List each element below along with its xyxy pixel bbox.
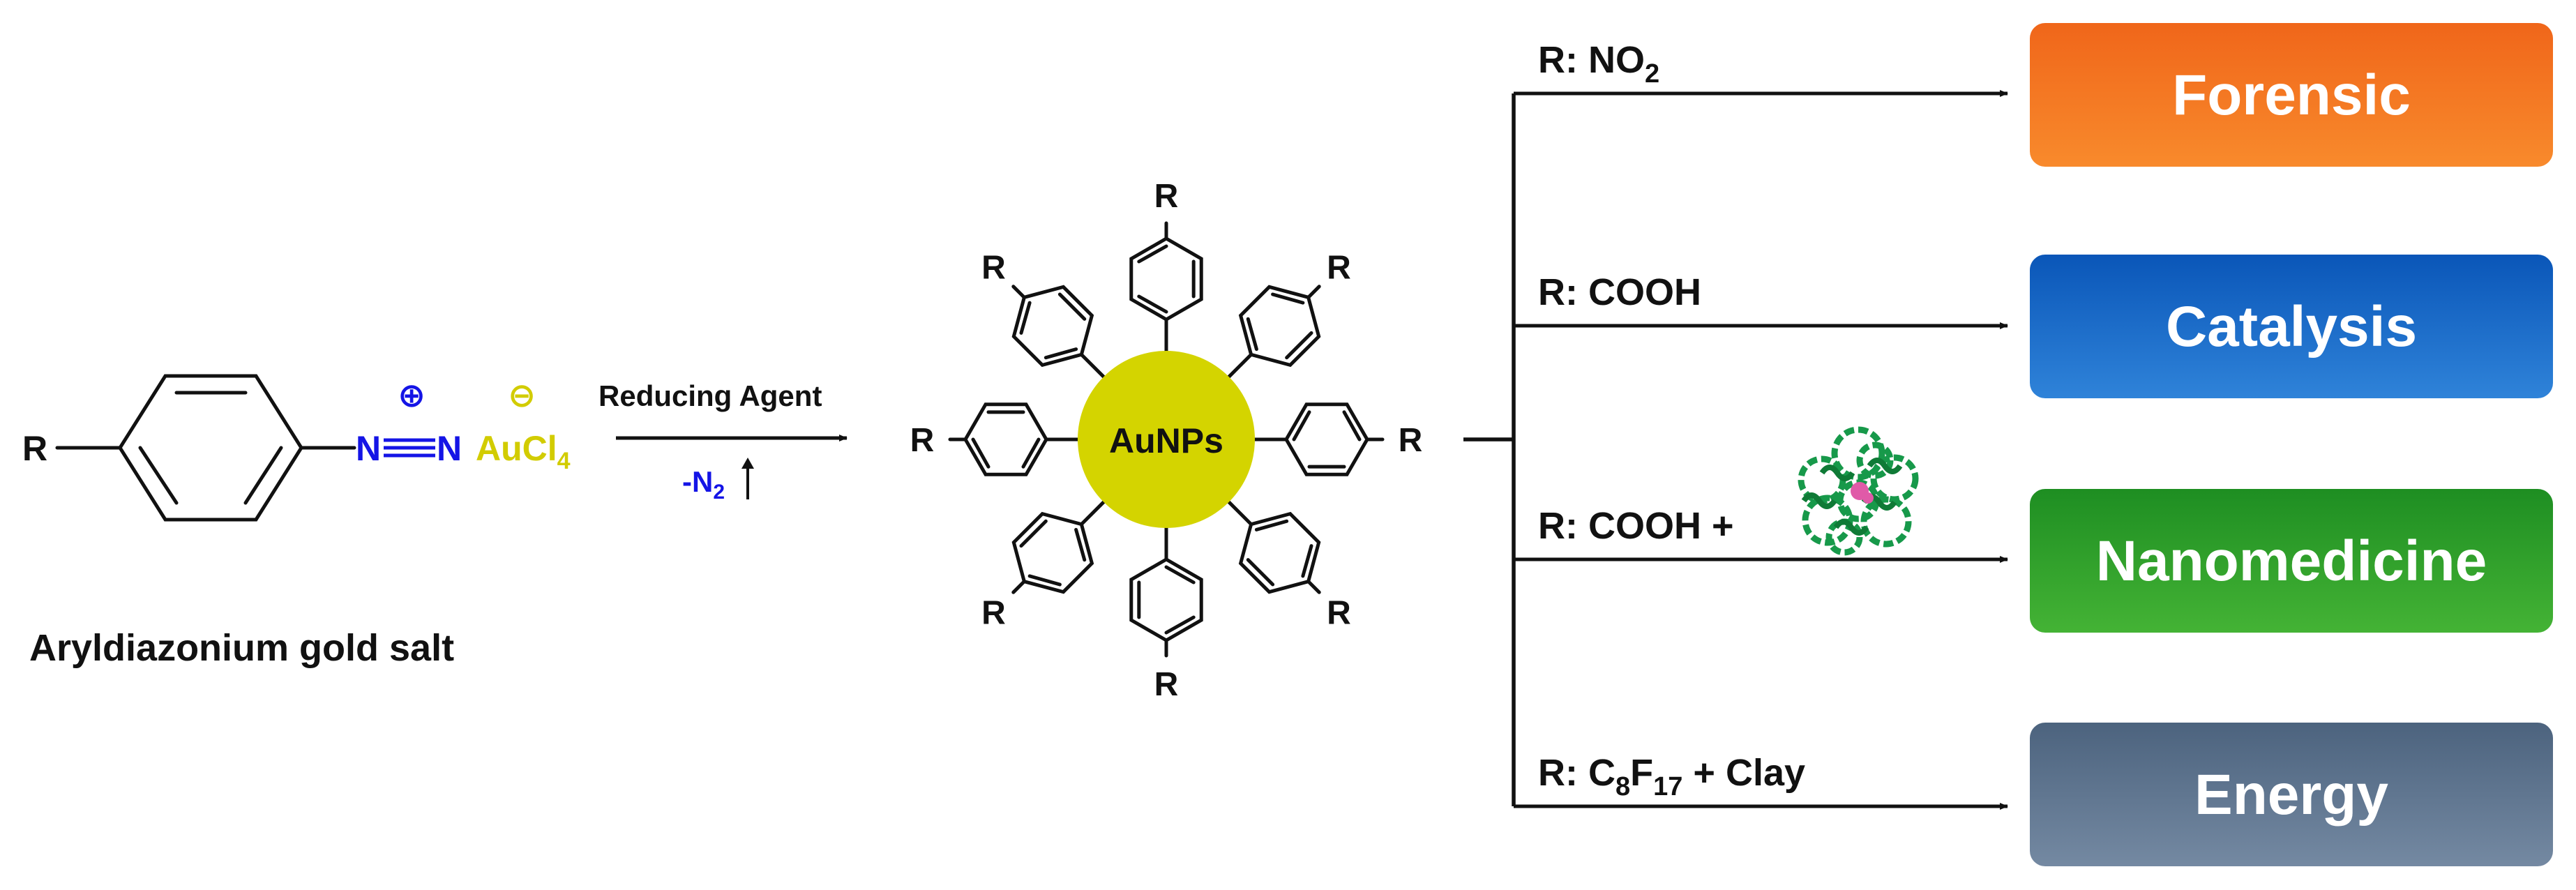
benzene-ring (1238, 285, 1321, 368)
branch-nanomedicine: R: COOH + Nanomedicine (1514, 426, 2553, 633)
reaction-arrow: Reducing Agent -N2 (598, 379, 848, 504)
diazonium-n2: N (437, 429, 462, 468)
reactant-benzene-ring (118, 374, 303, 522)
positive-charge-icon: ⊕ (398, 377, 425, 414)
spoke-r-label: R (1399, 422, 1423, 459)
triple-bond (384, 438, 435, 458)
aryl-spoke: R (1227, 500, 1351, 631)
application-box-nanomedicine (2030, 489, 2553, 633)
application-branches: R: NO2 Forensic R: COOH Catalysis R: COOH + N… (1514, 23, 2553, 866)
spoke-r-label: R (910, 422, 935, 459)
spoke-r-label: R (981, 594, 1006, 631)
spoke-r-label: R (1327, 594, 1351, 631)
spoke-r-label: R (1327, 250, 1351, 287)
branch-catalysis: R: COOH Catalysis (1514, 255, 2553, 398)
reagent-label: Reducing Agent (598, 379, 822, 412)
benzene-ring (1238, 511, 1321, 594)
aryl-spoke: R (1129, 526, 1203, 703)
application-box-forensic (2030, 23, 2553, 167)
branch-energy: R: C8F17 + Clay Energy (1514, 723, 2553, 866)
application-box-catalysis (2030, 255, 2553, 398)
benzene-ring (1011, 511, 1094, 594)
substituent-label: R: COOH (1538, 271, 1701, 313)
aunp-core-label: AuNPs (1109, 421, 1223, 460)
aryl-spoke: R (910, 402, 1080, 476)
aunp-core (1078, 351, 1255, 528)
aryl-spoke: R (1129, 178, 1203, 353)
application-label: Nanomedicine (2096, 529, 2487, 593)
reactant-caption: Aryldiazonium gold salt (29, 627, 454, 669)
negative-charge-icon: ⊖ (508, 377, 536, 414)
aryl-spoke: R (1253, 402, 1423, 476)
benzene-ring (1011, 285, 1094, 368)
benzene-ring (1129, 557, 1203, 642)
functionalized-nanoparticle: R R R R R R R R AuNPs (910, 178, 1423, 703)
spoke-r-label: R (981, 250, 1006, 287)
reactant-r-label: R (22, 429, 47, 468)
branch-tree (1463, 93, 1516, 806)
protein-structure-icon (1798, 426, 1919, 556)
application-box-energy (2030, 723, 2553, 866)
diazonium-n1: N (356, 429, 381, 468)
substituent-label: R: COOH + (1538, 505, 1734, 547)
substituent-label: R: NO2 (1538, 39, 1659, 89)
substituent-label: R: C8F17 + Clay (1538, 752, 1805, 801)
aryl-spoke: R (981, 500, 1106, 631)
gas-evolution-arrow-icon (741, 458, 754, 499)
application-label: Energy (2194, 763, 2388, 827)
branch-forensic: R: NO2 Forensic (1514, 23, 2553, 167)
aryl-spokes: R R R R R R R R (910, 178, 1423, 703)
aryl-spoke: R (1227, 250, 1351, 379)
reactant-molecule: R N N ⊕ ⊖ AuCl4 Aryldiazonium gold salt (22, 374, 571, 669)
benzene-ring (1129, 236, 1203, 322)
application-label: Catalysis (2166, 295, 2417, 359)
aryl-spoke: R (981, 250, 1106, 379)
benzene-ring (963, 402, 1048, 476)
spoke-r-label: R (1154, 178, 1179, 215)
counterion-label: AuCl4 (476, 429, 571, 474)
spoke-r-label: R (1154, 666, 1179, 703)
benzene-ring (1284, 402, 1369, 476)
byproduct-label: -N2 (682, 465, 725, 504)
application-label: Forensic (2172, 63, 2411, 127)
